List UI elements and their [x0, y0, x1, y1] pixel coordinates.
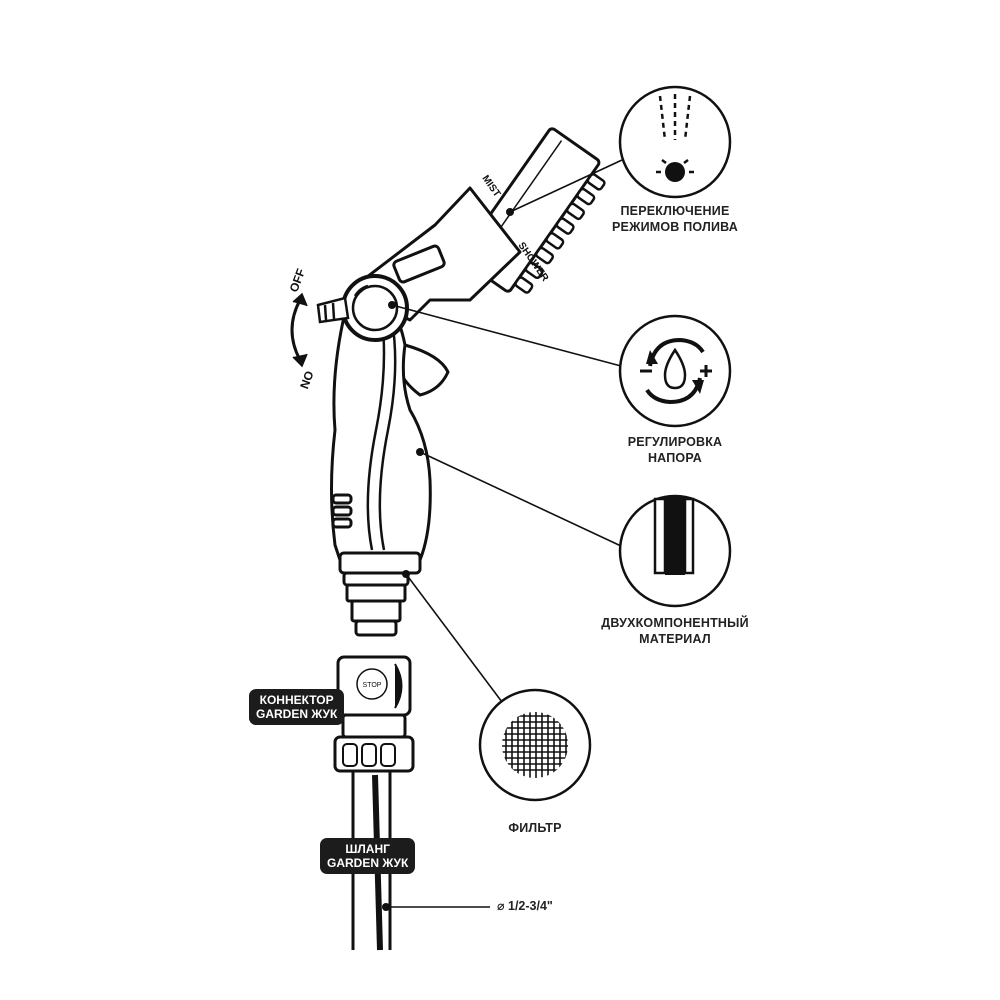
on-off-arrow-icon: [290, 292, 308, 368]
leader-lines: [386, 159, 623, 908]
stop-mark: STOP: [363, 682, 382, 689]
label-material: ДВУХКОМПОНЕНТНЫЙ МАТЕРИАЛ: [601, 616, 749, 646]
tag-connector: КОННЕКТОР GARDEN ЖУК: [249, 689, 345, 725]
hose-diameter-label: ⌀ 1/2-3/4": [497, 899, 553, 913]
pressure-dial[interactable]: [341, 274, 409, 342]
label-spray-mode: ПЕРЕКЛЮЧЕНИЕ РЕЖИМОВ ПОЛИВА: [612, 204, 738, 234]
spray-mode-icon: [658, 94, 692, 141]
connector: [333, 655, 415, 773]
on-label: ON: [297, 369, 316, 391]
callout-material: [618, 494, 732, 608]
off-label: OFF: [287, 267, 308, 294]
callout-spray-mode: [618, 85, 732, 199]
leader-dots: [382, 208, 514, 911]
callout-filter: [478, 688, 592, 802]
pressure-adjust-icon: [645, 337, 705, 405]
gun-body: [330, 186, 522, 587]
gun-adapter: [345, 583, 407, 637]
nozzle-ridges: [514, 173, 606, 294]
callout-pressure: [618, 314, 732, 428]
two-component-icon: [653, 497, 695, 575]
label-filter: ФИЛЬТР: [508, 821, 562, 835]
on-off-lever[interactable]: [316, 296, 350, 324]
tag-hose: ШЛАНГ GARDEN ЖУК: [320, 838, 416, 874]
mist-mark: MIST: [480, 173, 503, 199]
label-pressure: РЕГУЛИРОВКА НАПОРА: [627, 435, 723, 465]
